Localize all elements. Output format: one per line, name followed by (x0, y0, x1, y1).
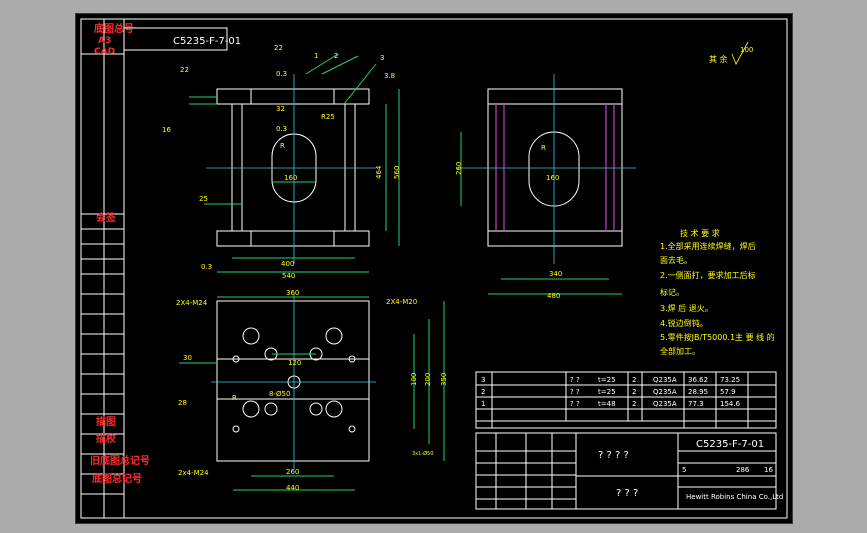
pl-1-mat: Q235A (653, 388, 677, 396)
title-company: Hewitt Robins China Co.,Ltd (686, 493, 783, 501)
dim-plan-2x4m24: 2X4-M24 (176, 299, 208, 307)
dim-front-540: 540 (282, 272, 295, 280)
dim-front-560: 560 (393, 166, 401, 179)
tech-item-4: 3.焊 后 退火。 (660, 303, 713, 313)
dim-plan-440: 440 (286, 484, 299, 492)
pl-1-name: ? ? (570, 388, 580, 396)
drawing-sheet: 底图总号 A3 CAD 会签 描图 描校 旧底图总记号 底图总记号 C5235-… (75, 13, 793, 524)
tech-item-5: 4.锐边倒钝。 (660, 318, 708, 328)
pl-1-w2: 57.9 (720, 388, 736, 396)
dim-plan-200: 200 (424, 373, 432, 386)
parts-list: 3 ? ? t=25 2 Q235A 36.62 73.25 2 ? ? t=2… (475, 371, 777, 429)
dim-front-22b: 22 (180, 66, 189, 74)
roughness-label: 其 余 (709, 54, 728, 64)
dim-side-260: 260 (455, 162, 463, 175)
dim-front-r: R (280, 142, 285, 150)
dim-plan-28: 28 (178, 399, 187, 407)
dim-plan-350: 350 (440, 373, 448, 386)
title-name-bottom: ? ? ? (616, 488, 638, 499)
dim-side-r: R (541, 144, 546, 152)
dim-front-464: 464 (375, 165, 383, 179)
tech-item-3: 标记。 (660, 287, 684, 297)
pl-0-mat: Q235A (653, 376, 677, 384)
dim-front-2: 2 (334, 52, 338, 60)
pl-1-qty: 2 (632, 388, 636, 396)
side-sign: 会签 (96, 211, 117, 224)
pl-2-name: ? ? (570, 400, 580, 408)
dim-plan-2x4m24b: 2x4-M24 (178, 469, 209, 477)
side-bottom-0: 描图 (96, 415, 116, 428)
dim-plan-8phi50: 8-Ø50 (269, 390, 290, 398)
tech-item-1: 面去毛。 (660, 255, 692, 265)
inner-frame (80, 18, 788, 519)
dim-front-22a: 22 (274, 44, 283, 52)
dim-front-03b: 0.3 (276, 125, 287, 133)
pl-0-no: 3 (481, 376, 485, 384)
tech-item-2: 2.一侧面打，要求加工后标 (660, 270, 756, 280)
tech-requirements: 技 术 要 求 1.全部采用连续焊缝，焊后 面去毛。 2.一侧面打，要求加工后标… (660, 228, 775, 356)
dim-front-25: 25 (199, 195, 208, 203)
pl-1-spec: t=25 (598, 388, 616, 396)
dim-side-340: 340 (549, 270, 562, 278)
side-bottom-1: 描校 (96, 432, 117, 445)
cad-drawing: 底图总号 A3 CAD 会签 描图 描校 旧底图总记号 底图总记号 C5235-… (80, 18, 788, 519)
tech-item-7: 全部加工。 (660, 346, 700, 356)
dim-plan-3x1phi50: 3x1-Ø50 (412, 450, 433, 457)
pl-0-qty: 2 (632, 376, 636, 384)
dim-front-r25: R25 (321, 113, 335, 121)
dim-front-03c: 0.3 (201, 263, 212, 271)
pl-0-name: ? ? (570, 376, 580, 384)
front-view: 160 400 540 464 560 22 32 1 2 3 R25 3.8 … (162, 44, 401, 280)
title-name: ? ? ? ? (598, 450, 629, 461)
dim-side-160: 160 (546, 174, 559, 182)
plan-view: 360 2X4-M20 2X4-M24 30 120 8-Ø50 100 200… (176, 289, 448, 492)
mirrored-drawing-number: C5235-F-7-01 (173, 36, 241, 47)
pl-0-spec: t=25 (598, 376, 616, 384)
dim-front-400: 400 (281, 260, 294, 268)
dim-front-160: 160 (284, 174, 297, 182)
dim-side-480: 480 (547, 292, 560, 300)
dim-front-03a: 0.3 (276, 70, 287, 78)
dim-plan-120: 120 (288, 359, 301, 367)
pl-2-no: 1 (481, 400, 485, 408)
dim-plan-260: 260 (286, 468, 299, 476)
roughness-icon (731, 41, 749, 65)
pl-0-w1: 36.62 (688, 376, 708, 384)
pl-1-w1: 28.95 (688, 388, 708, 396)
dim-front-3: 3 (380, 54, 384, 62)
tech-title: 技 术 要 求 (680, 228, 720, 238)
side-bottom-2: 旧底图总记号 (90, 454, 150, 467)
title-block: C5235-F-7-01 ? ? ? ? ? ? ? Hewitt Robins… (475, 432, 783, 510)
dim-front-1: 1 (314, 52, 318, 60)
dim-front-3-8: 3.8 (384, 72, 395, 80)
pl-0-w2: 73.25 (720, 376, 740, 384)
pl-2-qty: 2 (632, 400, 636, 408)
title-scale-a: 286 (736, 466, 750, 474)
tech-item-0: 1.全部采用连续焊缝，焊后 (660, 241, 756, 251)
dim-plan-r: R (232, 394, 237, 402)
dim-front-16: 16 (162, 126, 171, 134)
title-sheet: 5 (682, 466, 686, 474)
dim-front-32: 32 (276, 105, 285, 113)
title-scale-b: 16 (764, 466, 773, 474)
dim-plan-2x4m20: 2X4-M20 (386, 298, 417, 306)
dim-plan-30: 30 (183, 354, 192, 362)
title-drawing-number: C5235-F-7-01 (696, 439, 764, 450)
side-label-1: A3 (98, 36, 111, 46)
pl-2-mat: Q235A (653, 400, 677, 408)
dim-plan-360: 360 (286, 289, 299, 297)
pl-2-w2: 154.6 (720, 400, 741, 408)
pl-1-no: 2 (481, 388, 485, 396)
side-view: 160 340 480 260 R (455, 74, 636, 300)
roughness-value: 100 (740, 46, 753, 54)
pl-2-spec: t=48 (598, 400, 616, 408)
side-label-2: CAD (94, 47, 115, 57)
pl-2-w1: 77.3 (688, 400, 704, 408)
dim-plan-100: 100 (410, 373, 418, 386)
side-bottom-3: 底图总记号 (92, 472, 142, 485)
tech-item-6: 5.零件按JB/T5000.1主 要 线 的 (660, 332, 775, 342)
mirrored-number-box (123, 27, 228, 51)
